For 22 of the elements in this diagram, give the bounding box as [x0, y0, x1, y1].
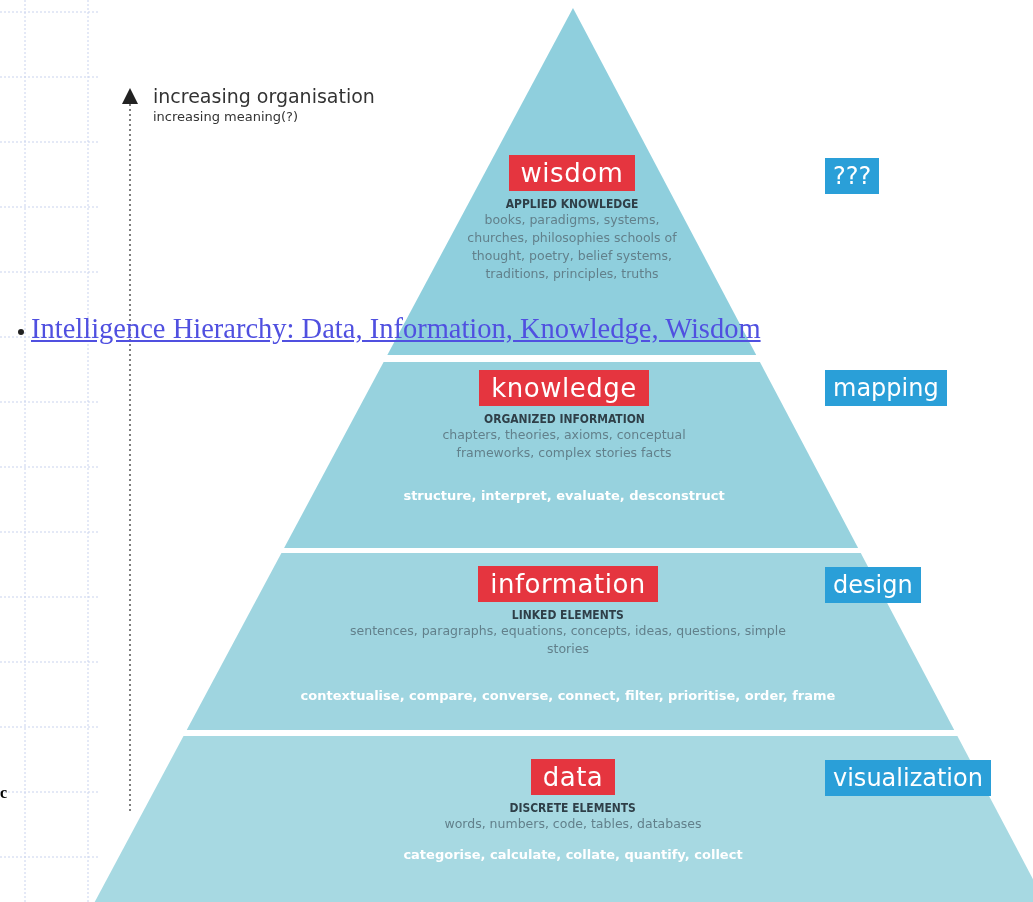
level-examples: books, paradigms, systems, churches, philosophies schools of thought, poetry, belief systems, traditions, principles, truths [466, 211, 678, 283]
level-examples: chapters, theories, axioms, conceptual frameworks, complex stories facts [441, 426, 687, 462]
level-examples: sentences, paragraphs, equations, concepts, ideas, questions, simple stories [349, 622, 787, 658]
level-subtitle: ORGANIZED INFORMATION [483, 411, 645, 426]
axis-label: increasing organisation [153, 85, 375, 107]
level-title: wisdom [508, 155, 636, 191]
page-text: c [0, 784, 8, 802]
method-tag: ??? [825, 158, 880, 194]
pyramid-level [94, 736, 1033, 902]
level-actions: categorise, calculate, collate, quantify, collect [403, 847, 743, 862]
level-examples: words, numbers, code, tables, databases [444, 815, 702, 833]
pyramid-level [186, 553, 955, 730]
level-subtitle: LINKED ELEMENTS [512, 607, 624, 622]
level-title: data [530, 759, 616, 795]
level-title: knowledge [479, 370, 649, 406]
level-title: information [478, 566, 658, 602]
level-subtitle: APPLIED KNOWLEDGE [505, 196, 639, 211]
level-actions: contextualise, compare, converse, connect, filter, prioritise, order, frame [300, 688, 836, 703]
axis-sublabel: increasing meaning(?) [153, 109, 299, 124]
level-subtitle: DISCRETE ELEMENTS [509, 800, 637, 815]
level-actions: structure, interpret, evaluate, desconstruct [403, 488, 725, 503]
method-tag: mapping [825, 370, 947, 406]
